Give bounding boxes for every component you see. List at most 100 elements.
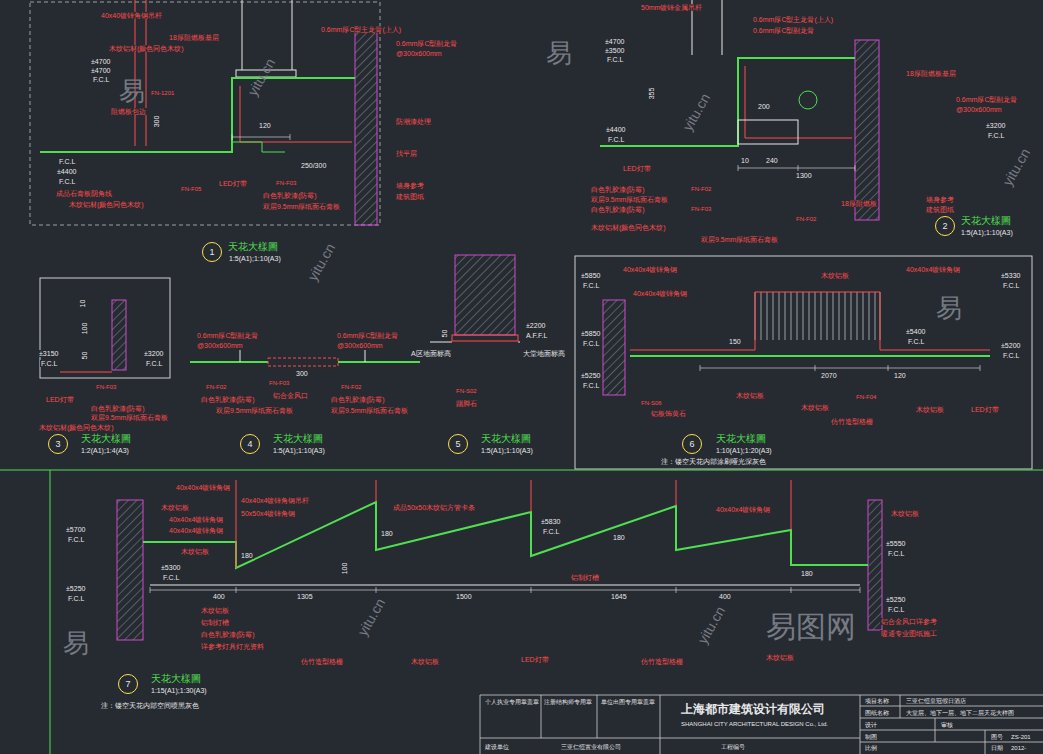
material-note: 铝合金风口	[272, 392, 309, 399]
cove-profile	[232, 142, 285, 152]
material-note: 铝板饰黄石	[650, 410, 687, 417]
material-note: FN-F05	[180, 186, 202, 192]
callout-number: 2	[942, 222, 947, 231]
detail-number-circle: 7	[118, 674, 138, 694]
callout-number: 4	[247, 440, 252, 449]
dimension-text: 10	[740, 157, 750, 164]
material-note: FN-S02	[455, 388, 478, 394]
material-note: 木纹铝材(颜色同色木纹)	[590, 224, 667, 231]
dimension-text: ±5250	[580, 372, 601, 379]
callout-number: 6	[689, 440, 694, 449]
material-note: 木纹铝板	[765, 654, 795, 661]
dimension-text: F.C.L	[92, 76, 110, 83]
title-block-text: 2012-	[1010, 745, 1027, 751]
dimension-text: 1:10(A1);1:20(A3)	[715, 447, 773, 454]
material-note: 0.6mm厚C型主龙骨(上人)	[320, 26, 402, 33]
material-note: 详参考灯具灯光资料	[200, 643, 265, 650]
material-note: 18厚阻燃板	[840, 200, 878, 207]
dimension-text: 1500	[455, 593, 473, 600]
wood-panel	[135, 0, 146, 146]
title-block-text: 注册结构师专用章	[543, 699, 593, 705]
material-note: 建筑图纸	[395, 193, 425, 200]
dimension-text: ±5300	[160, 564, 181, 571]
material-note: 木纹铝板	[410, 658, 440, 665]
material-note: 40x40镀锌角钢吊杆	[100, 12, 163, 19]
sawtooth-ceiling	[143, 502, 868, 568]
material-note: FN-F04	[855, 394, 877, 400]
material-note: 0.6mm厚C型副龙骨	[955, 96, 1018, 103]
dimension-text: F.C.L	[40, 360, 58, 367]
material-note: 双层9.5mm厚纸面石膏板	[590, 196, 669, 203]
material-note: 40x40x4镀锌角钢	[168, 527, 224, 534]
dimension-text: 400	[718, 593, 732, 600]
dimension-text: 50	[441, 329, 448, 339]
material-note: 50x50x4镀锌角钢	[240, 510, 296, 517]
detail-number-circle: 4	[240, 434, 260, 454]
material-note: @300x600mm	[196, 342, 244, 349]
dimension-text: 1:5(A1);1:10(A3)	[960, 229, 1014, 236]
watermark: 易	[62, 630, 90, 656]
dimension-text: ±4400	[605, 126, 626, 133]
hanger-rod	[236, 480, 791, 568]
detail-number-circle: 3	[48, 434, 68, 454]
title-block-text: 审核	[940, 722, 954, 728]
title-block-text: 比例	[864, 745, 878, 751]
dimension-text: F.C.L	[67, 595, 85, 602]
material-note: 白色乳胶漆(防霉)	[200, 631, 256, 638]
dimension-text: 355	[648, 87, 655, 101]
material-note: FN-F03	[275, 180, 297, 186]
material-note: 40x40x4镀锌角钢吊杆	[240, 497, 310, 504]
material-note: 双层9.5mm厚纸面石膏板	[700, 236, 779, 243]
title-block-text: 设计	[864, 722, 878, 728]
dimension-text: 1:2(A1);1:4(A3)	[80, 447, 130, 454]
dimension-text: 1:5(A1);1:10(A3)	[272, 447, 326, 454]
title-block-text: 建设单位	[484, 744, 510, 750]
steel-frame	[630, 292, 990, 350]
title-block-text: ZS-201	[1010, 734, 1032, 740]
material-note: FN-F02	[205, 384, 227, 390]
dimension-text: A区地面标高	[410, 350, 452, 357]
dimension-text: 120	[258, 122, 272, 129]
title-block-text: 三亚仁恒皇冠假日酒店	[905, 698, 967, 704]
detail-number-circle: 5	[448, 434, 468, 454]
ceiling-profile	[600, 58, 855, 146]
material-note: 白色乳胶漆(防霉)	[90, 405, 146, 412]
dimension-text: A.F.F.L	[525, 332, 548, 339]
material-note: 木纹铝板	[160, 504, 190, 511]
dimension-text: ±5850	[580, 272, 601, 279]
material-note: FN-F03	[95, 384, 117, 390]
hanger-rod	[240, 350, 365, 362]
dimension-text: 180	[612, 534, 626, 541]
detail-box	[40, 278, 170, 378]
material-note: 白色乳胶漆(防霉)	[262, 192, 318, 199]
dimension-line	[700, 365, 980, 371]
watermark: 易图网	[765, 612, 857, 642]
detail-title: 天花大樣圖	[272, 434, 324, 444]
dimension-line	[738, 165, 855, 171]
callout-number: 7	[125, 680, 130, 689]
ceiling-line	[630, 355, 990, 357]
dimension-text: F.C.L	[582, 282, 600, 289]
material-note: 18厚阻燃板基层	[168, 34, 220, 41]
bamboo-grille	[755, 292, 880, 340]
dimension-text: 1:5(A1);1:10(A3)	[228, 255, 282, 262]
detail-frame	[575, 256, 1032, 469]
dimension-text: 150	[728, 338, 742, 345]
watermark: yitu.cn	[695, 603, 728, 647]
material-note: 0.6mm厚C型副龙骨	[752, 27, 815, 34]
dimension-line	[150, 587, 860, 593]
material-note: 防潮漆处理	[395, 118, 432, 125]
material-note: 双层9.5mm厚纸面石膏板	[330, 407, 409, 414]
material-note: 白色乳胶漆(防霉)	[590, 206, 646, 213]
material-note: 40x40x4镀锌角钢	[632, 290, 688, 297]
dimension-text: 1645	[610, 593, 628, 600]
dimension-text: ±5400	[905, 328, 926, 335]
title-block-grid	[480, 695, 1043, 754]
detail-title: 天花大樣圖	[80, 434, 132, 444]
material-note: 木纹铝板	[735, 392, 765, 399]
title-block-text: 上海都市建筑设计有限公司	[680, 703, 826, 715]
material-note: 40x40x4镀锌角钢	[715, 506, 771, 513]
dimension-text: ±4400	[56, 168, 77, 175]
dimension-text: ±4700	[90, 67, 111, 74]
dimension-text: 100	[81, 322, 88, 336]
